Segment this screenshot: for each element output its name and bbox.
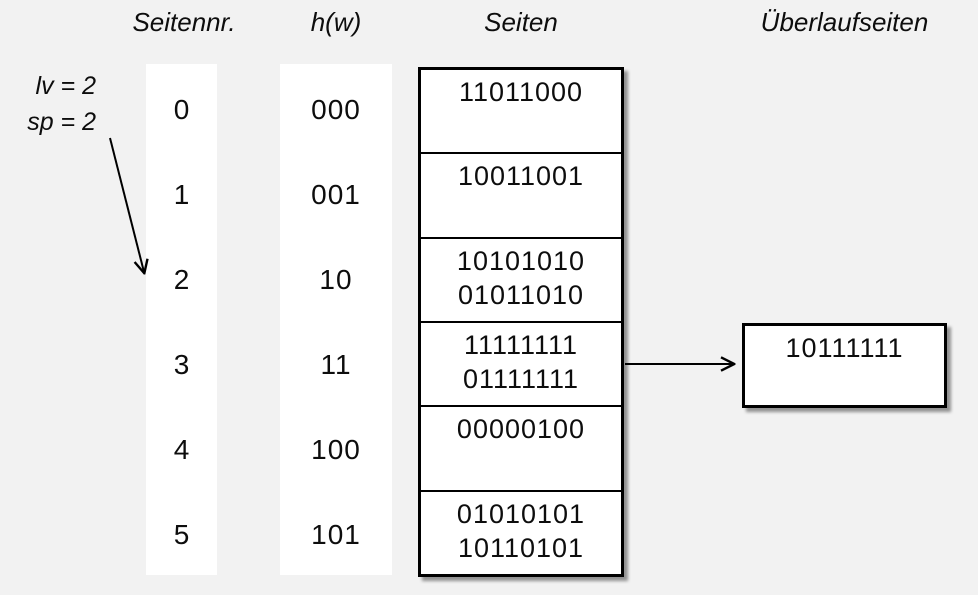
page-cell-1: 10011001 <box>421 152 621 236</box>
record-value: 10101010 <box>456 245 586 276</box>
record-value <box>421 109 621 143</box>
header-hash-function: h(w) <box>310 7 362 37</box>
hash-value-0: 000 <box>311 93 361 125</box>
hash-value-1: 001 <box>311 178 361 210</box>
record-value: 01010101 <box>456 498 586 529</box>
record-value: 10111111 <box>785 333 904 363</box>
page-cell-3: 11111111 01111111 <box>421 320 621 405</box>
record-value: 01011010 <box>457 279 585 310</box>
page-bucket-stack: 11011000 10011001 10101010 01011010 1111… <box>418 67 624 577</box>
level-annotation: lv = 2 <box>35 72 96 100</box>
record-value <box>421 193 621 227</box>
header-seiten: Seiten <box>484 7 558 37</box>
hash-value-3: 11 <box>320 348 352 380</box>
page-number-5: 5 <box>173 518 190 550</box>
page-number-3: 3 <box>173 348 190 380</box>
record-value: 00000100 <box>456 414 586 445</box>
page-number-2: 2 <box>173 263 190 295</box>
page-number-4: 4 <box>173 433 190 465</box>
record-value <box>421 446 621 480</box>
hash-value-2: 10 <box>319 263 353 295</box>
page-number-column-band <box>146 64 217 575</box>
split-pointer-annotation: sp = 2 <box>27 108 96 136</box>
header-seitennr: Seitennr. <box>132 7 236 37</box>
record-value: 01111111 <box>462 363 580 394</box>
page-cell-5: 01010101 10110101 <box>421 489 621 574</box>
page-cell-4: 00000100 <box>421 405 621 489</box>
hash-value-column-band <box>280 64 392 575</box>
page-cell-0: 11011000 <box>421 70 621 152</box>
page-number-1: 1 <box>173 178 190 210</box>
record-value: 10110101 <box>457 532 585 563</box>
page-cell-2: 10101010 01011010 <box>421 236 621 321</box>
header-ueberlaufseiten: Überlaufseiten <box>760 7 929 37</box>
hash-value-4: 100 <box>311 433 361 465</box>
record-value: 11111111 <box>463 329 579 360</box>
page-number-0: 0 <box>173 93 190 125</box>
split-pointer-arrow <box>109 137 144 272</box>
record-value: 11011000 <box>458 77 584 107</box>
overflow-page-box: 10111111 <box>742 323 947 408</box>
record-value: 10011001 <box>457 161 585 192</box>
hash-value-5: 101 <box>311 518 361 550</box>
